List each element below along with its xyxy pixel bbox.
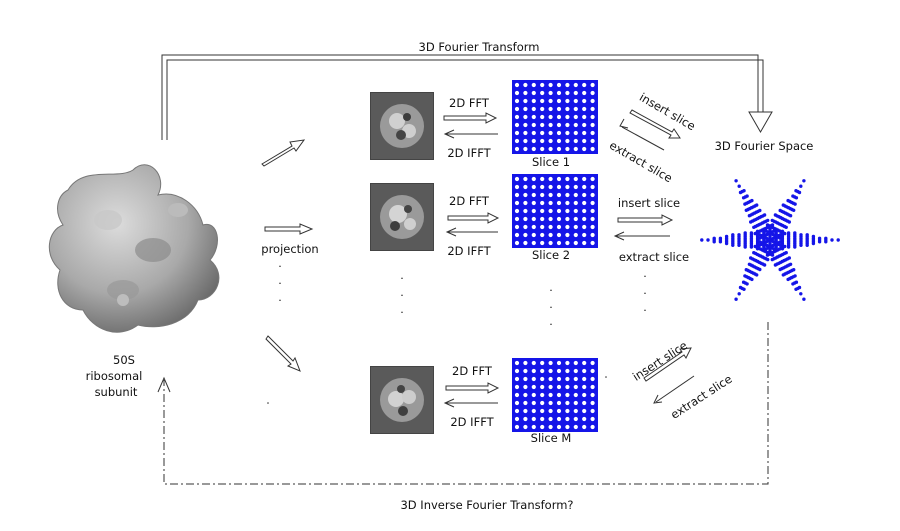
projection-ellipsis: ··· xyxy=(278,260,282,307)
projection-arrows xyxy=(261,139,314,372)
fourier-space-star xyxy=(700,179,840,301)
ifft-label-2: 2D IFFT xyxy=(447,244,491,258)
inverse-arrow-head xyxy=(157,376,171,393)
insert-label-2: insert slice xyxy=(617,196,681,210)
molecule-label-line2: ribosomal xyxy=(85,369,143,383)
fft-label-2: 2D FFT xyxy=(449,194,489,208)
slice-grid-1 xyxy=(512,80,598,154)
projection-label: projection xyxy=(261,242,319,256)
extract-label-2: extract slice xyxy=(618,250,690,264)
slice-grid-m xyxy=(512,358,598,432)
molecule-label-line1: 50S xyxy=(113,353,135,367)
slice-grid-2 xyxy=(512,174,598,248)
bottom-inverse-label: 3D Inverse Fourier Transform? xyxy=(400,498,574,512)
slice-ellipsis: ··· xyxy=(549,284,553,331)
insert-extract-arrows-row1 xyxy=(619,109,681,151)
molecule-label-line3: subunit xyxy=(94,385,138,399)
projection-image-1 xyxy=(370,92,434,160)
ribosome-model-image xyxy=(49,164,220,333)
slice-label-1: Slice 1 xyxy=(531,155,571,169)
image-ellipsis: ··· xyxy=(400,272,404,319)
fft-arrows-row3 xyxy=(443,382,500,408)
fft-label-1: 2D FFT xyxy=(449,96,489,110)
insert-extract-arrows-row3 xyxy=(643,347,695,404)
bottom-inverse-arrow xyxy=(163,322,769,485)
projection-image-2 xyxy=(370,183,434,251)
insert-extract-arrows-row2 xyxy=(613,214,674,241)
ifft-label-1: 2D IFFT xyxy=(447,146,491,160)
top-transform-label: 3D Fourier Transform xyxy=(418,40,540,54)
top-transform-arrow xyxy=(161,54,773,140)
slice-label-m: Slice M xyxy=(530,431,572,445)
fft-arrows-row1 xyxy=(443,112,498,139)
projection-image-m xyxy=(370,366,434,434)
fft-label-m: 2D FFT xyxy=(452,364,492,378)
ifft-label-m: 2D IFFT xyxy=(450,415,494,429)
slice-label-2: Slice 2 xyxy=(531,248,571,262)
fourier-space-label: 3D Fourier Space xyxy=(714,139,814,153)
fft-arrows-row2 xyxy=(445,212,500,237)
insert-extract-ellipsis: ··· xyxy=(643,270,647,317)
